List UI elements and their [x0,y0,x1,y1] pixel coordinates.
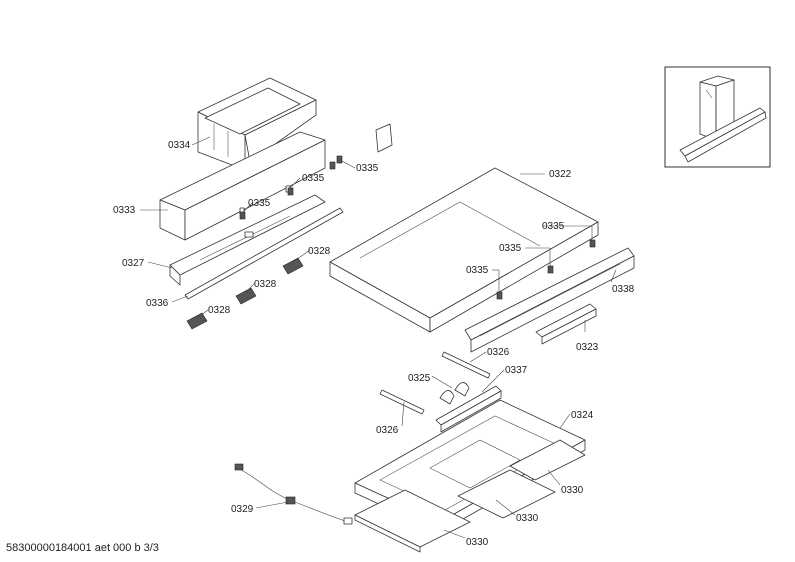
part-0333 [159,131,326,241]
part-0325 [439,382,470,405]
label-0330-c: 0330 [466,537,489,548]
part-0327 [169,194,326,286]
part-labels: 0334 0333 0327 0336 0328 0328 0328 0335 … [113,140,635,548]
label-0329: 0329 [231,504,254,515]
label-0335-f: 0335 [466,265,489,276]
label-0323: 0323 [576,342,599,353]
label-0333: 0333 [113,205,136,216]
part-0337 [435,385,502,433]
part-clip-top [239,123,393,220]
part-0330-filters [354,439,586,553]
part-0326-strips [379,351,491,415]
part-0338 [464,239,635,353]
label-0325: 0325 [408,373,431,384]
part-0322 [329,167,599,333]
part-0328-connectors [186,257,304,330]
label-0337: 0337 [505,365,528,376]
label-0324: 0324 [571,410,594,421]
part-0334 [197,77,317,171]
label-0330-b: 0330 [516,513,539,524]
label-0335-d: 0335 [542,221,565,232]
label-0335-a: 0335 [356,163,379,174]
leader-lines [140,136,617,539]
part-0336 [184,207,344,300]
label-0322: 0322 [549,169,572,180]
label-0335-c: 0335 [248,198,271,209]
label-0330-a: 0330 [561,485,584,496]
part-0329 [234,463,353,525]
label-0328-b: 0328 [254,279,277,290]
part-0323 [535,303,597,345]
label-0326-b: 0326 [376,425,399,436]
label-0336: 0336 [146,298,169,309]
label-0335-b: 0335 [302,173,325,184]
label-0334: 0334 [168,140,191,151]
label-0326-a: 0326 [487,347,510,358]
label-0328-c: 0328 [208,305,231,316]
label-0335-e: 0335 [499,243,522,254]
label-0328-a: 0328 [308,246,331,257]
label-0338: 0338 [612,284,635,295]
document-id-footer: 58300000184001 aet 000 b 3/3 [6,542,159,554]
label-0327: 0327 [122,258,145,269]
inset-view [664,66,771,168]
